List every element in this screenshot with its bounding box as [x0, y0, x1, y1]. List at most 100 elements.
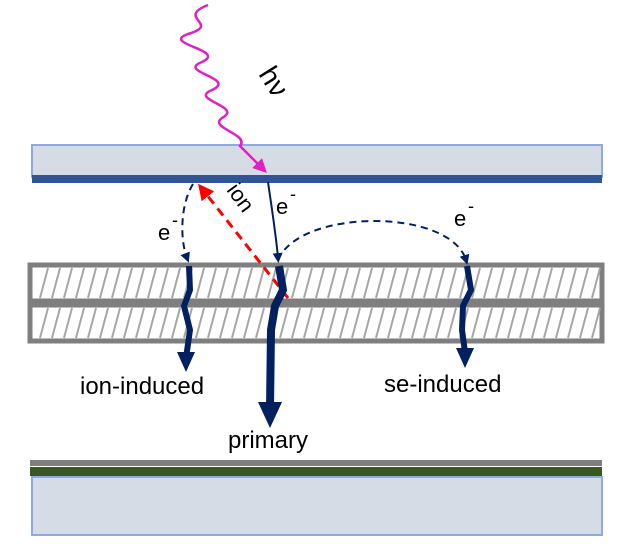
mcp-channel — [267, 267, 277, 299]
mcp-channel — [423, 307, 433, 339]
mcp-channel — [291, 267, 301, 299]
electron-label-se: e - — [454, 196, 474, 231]
mcp-channel — [579, 307, 589, 339]
mcp-channel — [375, 267, 385, 299]
mcp-channel — [147, 267, 157, 299]
mcp-channel — [231, 307, 241, 339]
mcp-channel — [507, 307, 517, 339]
svg-text:-: - — [468, 196, 474, 216]
electron-label-ion-induced: e - — [158, 210, 178, 245]
svg-text:-: - — [290, 184, 296, 204]
mcp-channel — [63, 267, 73, 299]
mcp-channel — [435, 307, 445, 339]
mcp-channel — [339, 267, 349, 299]
svg-text:e: e — [158, 220, 170, 245]
mcp-channel — [363, 267, 373, 299]
mcp-channel — [591, 307, 601, 339]
mcp-channel — [447, 267, 457, 299]
se-induced-arrowhead — [456, 348, 474, 368]
mcp-channel — [519, 267, 529, 299]
primary-arrowhead — [258, 402, 282, 428]
mcp-channel — [567, 307, 577, 339]
mcp-channel — [531, 267, 541, 299]
mcp-channel — [123, 307, 133, 339]
mcp-channel — [543, 307, 553, 339]
mcp-channel — [87, 307, 97, 339]
mcp-channel — [111, 307, 121, 339]
ion-induced-electron-path — [180, 183, 194, 263]
svg-text:-: - — [172, 210, 178, 230]
mcp-channel — [327, 307, 337, 339]
mcp-channel — [255, 307, 265, 339]
mcp-channel — [231, 267, 241, 299]
mcp-channel — [387, 307, 397, 339]
mcp-channel — [51, 307, 61, 339]
mcp-channel — [507, 267, 517, 299]
mcp-channel — [39, 267, 49, 299]
mcp-channel — [351, 267, 361, 299]
mcp-channel — [567, 267, 577, 299]
mcp-channel — [363, 307, 373, 339]
mcp-channel — [87, 267, 97, 299]
mcp-channel — [555, 267, 565, 299]
se-induced-label: se-induced — [384, 371, 501, 398]
mcp-channel — [519, 307, 529, 339]
mcp-channel — [51, 267, 61, 299]
mcp-channel — [375, 307, 385, 339]
mcp-channel — [555, 307, 565, 339]
mcp-channel — [327, 267, 337, 299]
mcp-stack — [27, 262, 605, 344]
primary-electron-path — [267, 181, 283, 263]
mcp-channel — [495, 267, 505, 299]
mcp-channel — [399, 267, 409, 299]
mcp-channel — [75, 267, 85, 299]
mcp-channel — [303, 267, 313, 299]
mcp-channel — [435, 267, 445, 299]
mcp-channel — [147, 307, 157, 339]
mcp-channel — [159, 267, 169, 299]
svg-text:e: e — [454, 206, 466, 231]
mcp-channel — [279, 307, 289, 339]
mcp-channel — [315, 307, 325, 339]
mcp-channel — [207, 307, 217, 339]
mcp-channel — [399, 307, 409, 339]
mcp-channel — [99, 307, 109, 339]
mcp-channel — [423, 267, 433, 299]
svg-text:e: e — [276, 194, 288, 219]
mcp-channel — [75, 307, 85, 339]
mcp-channel — [243, 307, 253, 339]
se-electron-arc — [277, 220, 470, 265]
primary-cascade — [266, 265, 287, 409]
mcp-channel — [591, 267, 601, 299]
ion-induced-label: ion-induced — [80, 373, 204, 400]
mcp-channel — [195, 267, 205, 299]
mcp-channel — [411, 267, 421, 299]
mcp-channel — [543, 267, 553, 299]
se-induced-cascade — [459, 265, 474, 353]
anode-layer — [30, 467, 602, 476]
mcp-channel — [111, 267, 121, 299]
photocathode-layer — [32, 175, 602, 183]
mcp-channel — [447, 307, 457, 339]
mcp-channel — [159, 307, 169, 339]
mcp-channel — [207, 267, 217, 299]
ion-induced-cascade — [181, 265, 193, 359]
mcp-channel — [99, 267, 109, 299]
mcp-channel — [219, 267, 229, 299]
mcp-channel — [483, 267, 493, 299]
mcp-channel — [579, 267, 589, 299]
mcp-channel — [483, 307, 493, 339]
mcp-channel — [351, 307, 361, 339]
mcp-channel — [255, 267, 265, 299]
electron-label-primary: e - — [276, 184, 296, 219]
mcp-channel — [135, 307, 145, 339]
mcp-channel — [195, 307, 205, 339]
ion-induced-arrowhead — [177, 352, 195, 372]
mcp-channel — [387, 267, 397, 299]
mcp-channel — [471, 267, 481, 299]
ion-label: ion — [222, 178, 259, 216]
anode-gray-line — [30, 460, 602, 466]
mcp-channel — [123, 267, 133, 299]
bottom-window — [31, 476, 603, 536]
